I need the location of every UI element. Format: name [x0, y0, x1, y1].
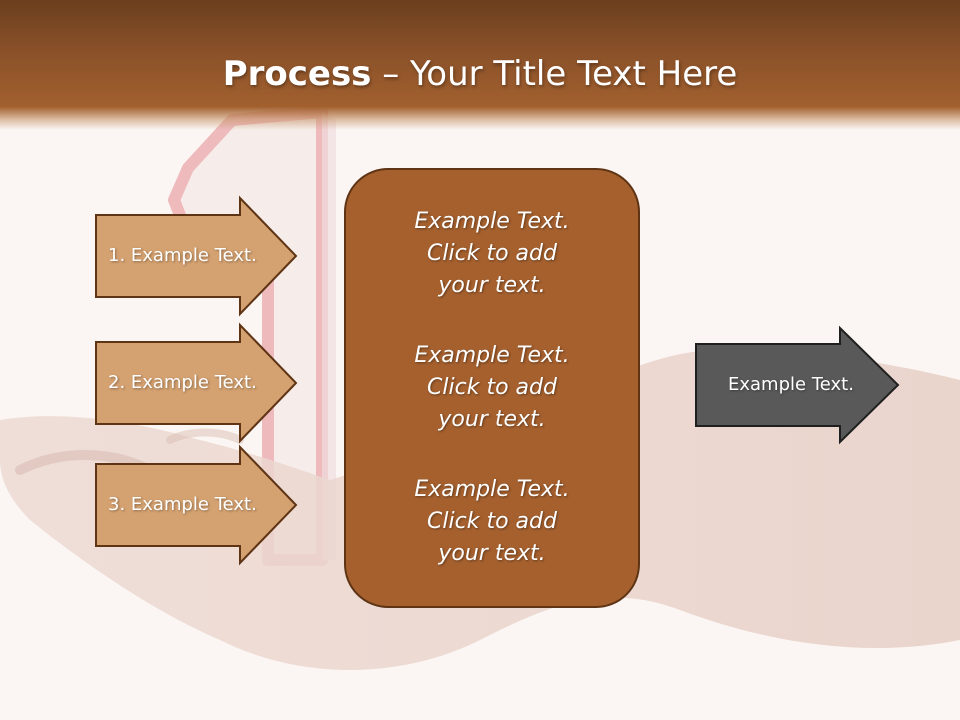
center-text-box[interactable]: Example Text. Click to add your text. Ex… [344, 168, 640, 608]
step-arrow-1[interactable] [95, 195, 298, 317]
center-paragraph-2: Example Text. Click to add your text. [414, 343, 570, 432]
step-label-1: 1. Example Text. [108, 245, 257, 266]
output-arrow[interactable] [695, 325, 900, 445]
step-arrow-3[interactable] [95, 444, 298, 566]
output-label: Example Text. [728, 374, 854, 395]
slide-title[interactable]: Process – Your Title Text Here [0, 52, 960, 96]
step-label-3: 3. Example Text. [108, 494, 257, 515]
step-label-2: 2. Example Text. [108, 372, 257, 393]
center-paragraph-3: Example Text. Click to add your text. [414, 477, 570, 566]
title-bold-part: Process [222, 54, 372, 94]
step-arrow-2[interactable] [95, 322, 298, 444]
center-paragraph-1: Example Text. Click to add your text. [414, 209, 570, 298]
title-rest-part: – Your Title Text Here [371, 54, 738, 94]
title-bar [0, 0, 960, 130]
